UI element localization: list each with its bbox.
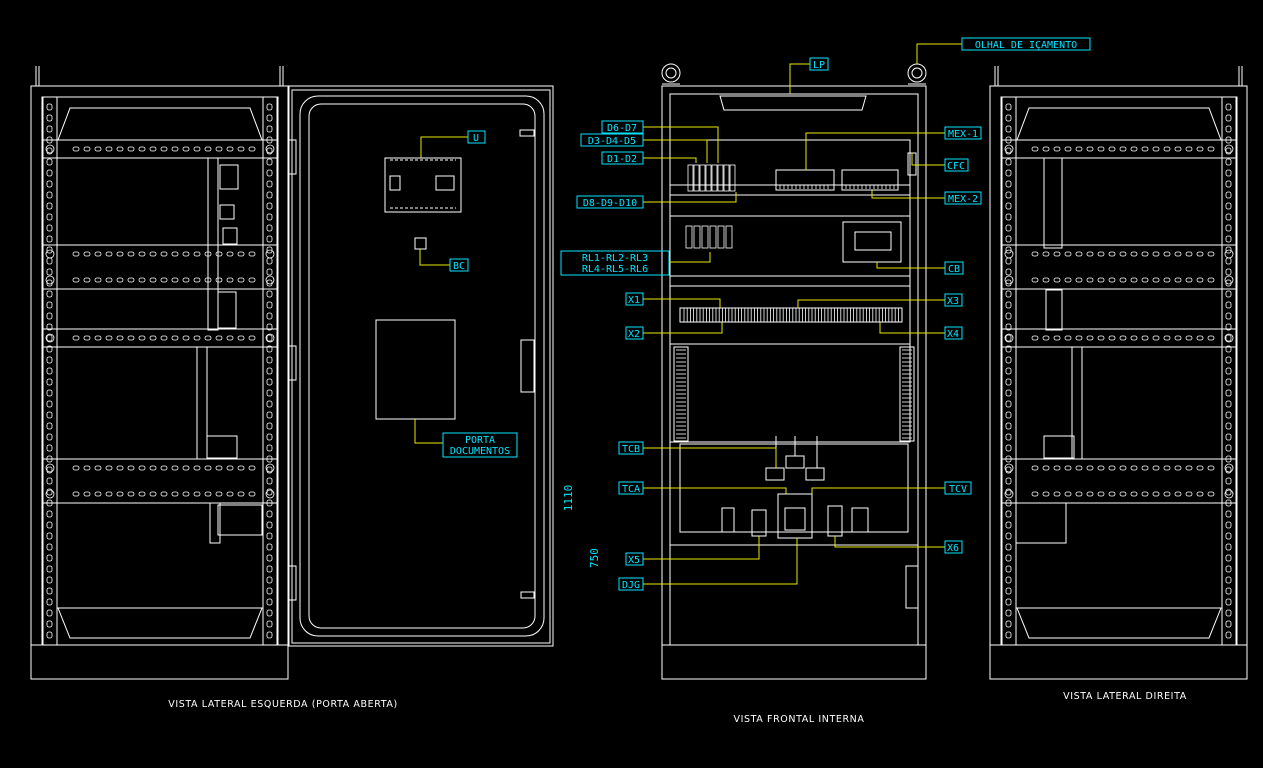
label-rl1: RL1-RL2-RL3	[582, 253, 648, 264]
label-olhal: OLHAL DE IÇAMENTO	[975, 40, 1077, 51]
right-rail-holes	[1004, 103, 1234, 639]
label-x4: X4	[947, 329, 959, 340]
caption-front-view: VISTA FRONTAL INTERNA	[734, 714, 865, 725]
label-porta-2: DOCUMENTOS	[450, 446, 510, 457]
left-rail-holes	[45, 103, 275, 639]
tag-boxes	[442, 37, 1091, 591]
tag-labels: U BC PORTA DOCUMENTOS LP OLHAL DE IÇAMEN…	[450, 40, 1077, 591]
label-bc: BC	[453, 261, 465, 272]
front-component-detail	[676, 164, 912, 439]
label-x3: X3	[947, 296, 959, 307]
dim-height-total: 1110	[562, 485, 575, 512]
caption-right-view: VISTA LATERAL DIREITA	[1063, 691, 1187, 702]
label-tca: TCA	[622, 484, 640, 495]
caption-left-view: VISTA LATERAL ESQUERDA (PORTA ABERTA)	[168, 699, 398, 710]
label-d8d10: D8-D9-D10	[583, 198, 637, 209]
door-view	[288, 85, 554, 647]
label-cb: CB	[948, 264, 960, 275]
label-lp: LP	[813, 60, 825, 71]
label-rl4: RL4-RL5-RL6	[582, 264, 648, 275]
leader-lines	[414, 43, 962, 585]
label-x2: X2	[628, 329, 640, 340]
label-x5: X5	[628, 555, 640, 566]
left-side-view	[30, 66, 289, 680]
dim-height-mid: 750	[588, 548, 601, 568]
label-mex2: MEX-2	[948, 194, 978, 205]
label-u: U	[473, 133, 479, 144]
label-d3d5: D3-D4-D5	[588, 136, 636, 147]
label-cfc: CFC	[947, 161, 965, 172]
right-side-view	[989, 66, 1248, 680]
label-x6: X6	[947, 543, 959, 554]
label-d1d2: D1-D2	[607, 154, 637, 165]
label-d6d7: D6-D7	[607, 123, 637, 134]
label-tcv: TCV	[949, 484, 967, 495]
label-porta-1: PORTA	[465, 435, 495, 446]
label-tcb: TCB	[622, 444, 640, 455]
label-mex1: MEX-1	[948, 129, 978, 140]
label-x1: X1	[628, 295, 640, 306]
label-djg: DJG	[622, 580, 640, 591]
